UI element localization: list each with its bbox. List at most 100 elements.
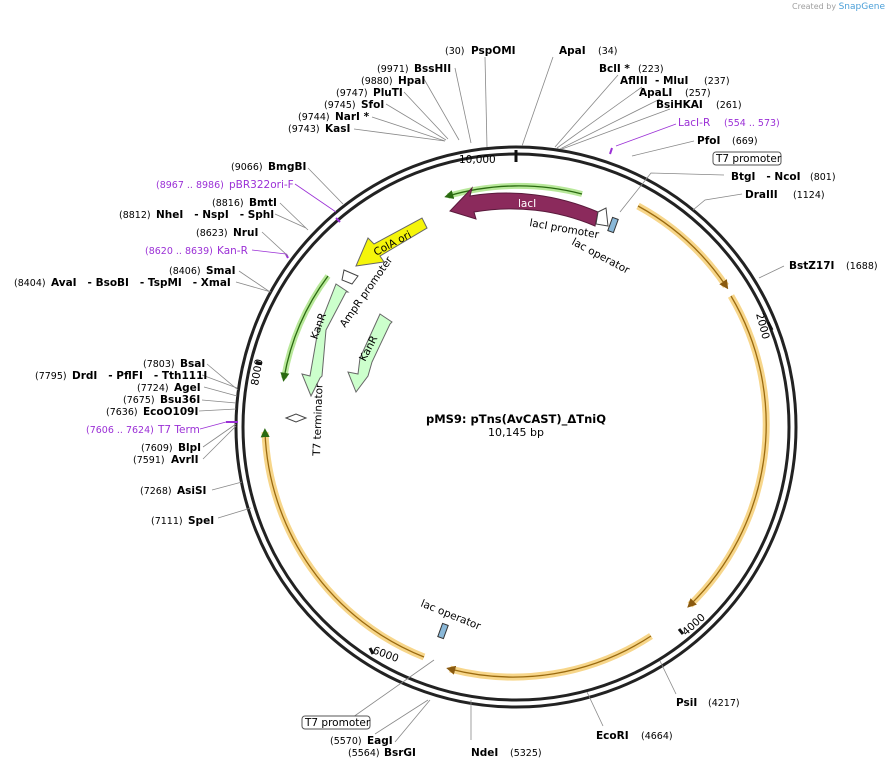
site-pos-blpi: (7609) [141,443,173,454]
site-pfoi: PfoI [697,135,720,147]
site-avrii: AvrII [171,454,199,466]
site-pos-bmti: (8816) [212,198,244,209]
t7-terminator-label: T7 terminator [311,383,326,457]
primer-pbr322ori-f-range: (8967 .. 8986) [156,180,224,191]
site-pos-nrui: (8623) [196,228,228,239]
site-pos-apai: (34) [598,46,618,57]
backbone-outer [234,145,798,709]
primer-pbr322ori-f: pBR322ori-F [229,179,294,191]
lac-operator-label-bottom: lac operator [419,598,483,633]
site-smai: SmaI [206,265,236,277]
site-bmgbi: BmgBI [268,161,306,173]
snapgene-logo: SnapGene [838,2,885,12]
kanr-feature-2 [347,313,393,394]
site-bsrgi: BsrGI [384,747,416,759]
site-nari: NarI * [335,111,370,123]
site-pos-btgi: (801) [810,172,836,183]
site-pos-bsshii: (9971) [377,64,409,75]
tick-label-10000: 10,000 [459,154,496,166]
site-pos-apali: (257) [685,88,711,99]
site-agei: AgeI [174,382,201,394]
t7-terminator-feature [284,413,308,423]
site-bsu36i: Bsu36I [160,394,200,406]
site-pos-afliii: (237) [704,76,730,87]
site-pos-eagi: (5570) [330,736,362,747]
cola-ori-label: ColA ori [372,229,414,259]
site-bcli: BclI * [599,63,630,75]
site-ndei: NdeI [471,747,498,759]
site-pos-spei: (7111) [151,516,183,527]
site-eagi: EagI [367,735,393,747]
primer-kan-r: Kan-R [217,245,248,257]
site-pos-ndei: (5325) [510,748,542,759]
scale-ticks [255,150,774,655]
laci-promoter-feature [595,207,609,227]
site-hpai: HpaI [398,75,425,87]
site-avai-bsobi-tspmi-xmai: AvaI - BsoBI - TspMI - XmaI [51,277,231,289]
site-pos-pluti: (9747) [336,88,368,99]
site-pos-bcli: (223) [638,64,664,75]
site-blpi: BlpI [178,442,201,454]
primer-kan-r-range: (8620 .. 8639) [145,246,213,257]
ampr-promoter-feature [341,269,359,285]
lac-operator-top [607,216,619,234]
site-ecori: EcoRI [596,730,629,742]
site-pspomi: PspOMI [471,45,516,57]
site-apali: ApaLI [639,87,672,99]
site-pos-bmgbi: (9066) [231,162,263,173]
tick-label-2000: 2000 [753,312,772,341]
leader-lines [198,56,785,743]
site-pos-bsihkai: (261) [716,100,742,111]
site-asisi: AsiSI [177,485,206,497]
site-btgi-ncoi: BtgI - NcoI [731,171,801,183]
lac-operator-bottom [437,622,449,640]
site-afliii-mlui: AflIII - MluI [620,75,688,87]
plasmid-name: pMS9: pTns(AvCAST)_ΔTniQ [426,412,606,427]
site-ecoo109i: EcoO109I [143,406,198,418]
site-drdi-pflfi-tth111i: DrdI - PflFI - Tth111I [72,370,207,382]
site-pos-ecoo109i: (7636) [106,407,138,418]
primer-t7-term: T7 Term [157,424,200,436]
site-nhei-nspi-sphi: NheI - NspI - SphI [156,209,274,221]
t7-promoter-label-bottom: T7 promoter [304,717,371,729]
site-pos-agei: (7724) [137,383,169,394]
site-pos-draiii: (1124) [793,190,825,201]
site-pos-drdi: (7795) [35,371,67,382]
t7-promoter-box-top: T7 promoter [712,151,782,166]
site-pos-psii: (4217) [708,698,740,709]
kanr-feature-1 [301,283,350,398]
site-bstz17i: BstZ17I [789,260,834,272]
site-pos-bsu36i: (7675) [123,395,155,406]
lac-operator-label-top: lac operator [570,236,632,277]
site-psii: PsiI [676,697,697,709]
site-bsihkai: BsiHKAI [656,99,703,111]
site-pos-nari: (9744) [298,112,330,123]
site-sfoi: SfoI [361,99,384,111]
laci-feature [449,186,599,227]
primer-t7-term-range: (7606 .. 7624) [86,425,154,436]
tick-label-8000: 8000 [249,358,265,386]
site-bmti: BmtI [249,197,277,209]
site-pluti: PluTI [373,87,403,99]
site-draiii: DraIII [745,189,778,201]
laci-label: lacI [518,198,536,210]
snapgene-credit: Created by SnapGene [792,2,885,12]
site-pos-asisi: (7268) [140,486,172,497]
orf-arcs [260,182,770,681]
site-apai: ApaI [559,45,586,57]
site-pos-bsai: (7803) [143,359,175,370]
t7-promoter-box-bottom: T7 promoter [301,715,371,730]
primer-laci-r: LacI-R [678,117,710,129]
site-pos-bsrgi: (5564) [348,748,380,759]
site-pos-pspomi: (30) [445,46,465,57]
site-pos-ecori: (4664) [641,731,673,742]
cola-ori-feature [355,217,428,267]
site-pos-hpai: (9880) [361,76,393,87]
site-pos-sfoi: (9745) [324,100,356,111]
site-pos-pfoi: (669) [732,136,758,147]
site-pos-avai: (8404) [14,278,46,289]
site-pos-smai: (8406) [169,266,201,277]
site-bsshii: BssHII [414,63,451,75]
site-pos-kasi: (9743) [288,124,320,135]
